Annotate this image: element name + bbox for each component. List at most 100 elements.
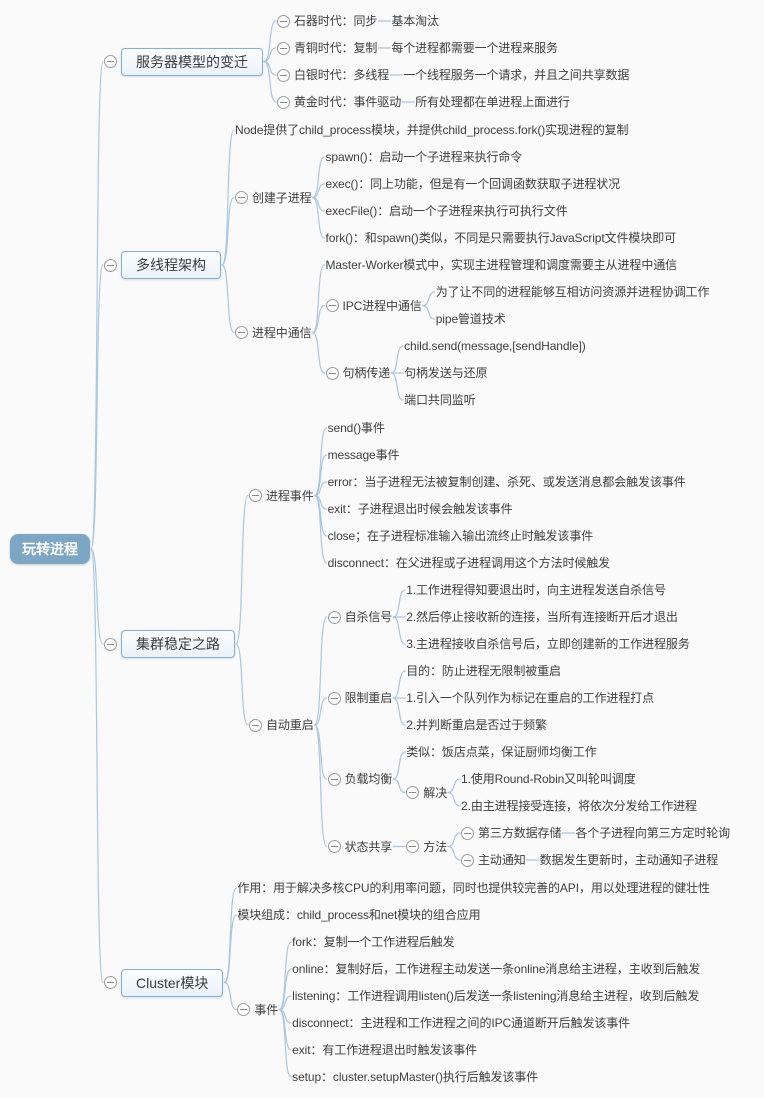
collapse-minus-icon[interactable] — [277, 68, 290, 82]
main-topic-label[interactable]: 多线程架构 — [121, 251, 221, 279]
branch-label[interactable]: spawn()：启动一个子进程来执行命令 — [325, 150, 523, 164]
mindmap-node-self: 模块组成：child_process和net模块的组合应用 — [237, 906, 480, 924]
branch-label[interactable]: online：复制好后，工作进程主动发送一条online消息给主进程，主收到后触… — [292, 962, 701, 976]
branch-label[interactable]: 数据发生更新时，主动通知子进程 — [539, 853, 719, 867]
branch-label[interactable]: 1.引入一个队列作为标记在重启的工作进程打点 — [406, 691, 655, 705]
main-topic-label[interactable]: 服务器模型的变迁 — [121, 47, 263, 76]
branch-label[interactable]: 作用：用于解决多核CPU的利用率问题，同时也提供较完善的API，用以处理进程的健… — [237, 881, 710, 895]
branch-label[interactable]: setup：cluster.setupMaster()执行后触发该事件 — [292, 1070, 539, 1084]
collapse-minus-icon[interactable] — [249, 489, 262, 502]
branch-label[interactable]: 2.并判断重启是否过于频繁 — [406, 718, 547, 732]
branch-label[interactable]: disconnect：主进程和工作进程之间的IPC通道断开后触发该事件 — [292, 1016, 631, 1030]
branch-label[interactable]: 1.使用Round-Robin又叫轮叫调度 — [461, 772, 636, 786]
branch-label[interactable]: 模块组成：child_process和net模块的组合应用 — [237, 908, 481, 922]
collapse-minus-icon[interactable] — [327, 610, 341, 624]
branch-label[interactable]: IPC进程中通信 — [342, 298, 422, 313]
collapse-minus-icon[interactable] — [277, 41, 290, 55]
branch-label[interactable]: 石器时代：同步 — [294, 14, 378, 28]
mindmap-children: 各个子进程向第三方定时轮询 — [575, 824, 730, 842]
mindmap-node-self: exit：子进程退出时候会触发该事件 — [328, 500, 513, 518]
connector-curve — [278, 1008, 292, 1078]
collapse-minus-icon[interactable] — [406, 786, 420, 799]
branch-label[interactable]: 负载均衡 — [344, 772, 393, 786]
collapse-minus-icon[interactable] — [249, 718, 262, 732]
collapse-minus-icon[interactable] — [277, 14, 290, 28]
branch-label[interactable]: exit：子进程退出时候会触发该事件 — [327, 502, 513, 516]
branch-label[interactable]: message事件 — [327, 448, 400, 462]
collapse-minus-icon[interactable] — [104, 637, 117, 651]
branch-label[interactable]: 一个线程服务一个请求，并且之间共享数据 — [403, 68, 630, 82]
collapse-minus-icon[interactable] — [235, 326, 248, 339]
branch-label[interactable]: 主动通知 — [478, 853, 526, 867]
branch-label[interactable]: 第三方数据存储 — [478, 826, 562, 840]
branch-label[interactable]: 端口共同监听 — [404, 393, 476, 407]
branch-label[interactable]: 进程中通信 — [252, 325, 312, 340]
collapse-minus-icon[interactable] — [461, 826, 475, 840]
branch-label[interactable]: disconnect：在父进程或子进程调用这个方法时候触发 — [327, 556, 611, 570]
branch-label[interactable]: 基本淘汰 — [391, 14, 439, 28]
collapse-minus-icon[interactable] — [235, 191, 248, 204]
branch-label[interactable]: close；在子进程标准输入输出流终止时触发该事件 — [327, 529, 594, 543]
branch-label[interactable]: 限制重启 — [344, 691, 393, 705]
collapse-minus-icon[interactable] — [277, 95, 290, 109]
main-topic-label[interactable]: Cluster模块 — [121, 968, 224, 997]
collapse-minus-icon[interactable] — [104, 55, 117, 68]
branch-label[interactable]: 所有处理都在单进程上面进行 — [415, 95, 570, 109]
branch-label[interactable]: error：当子进程无法被复制创建、杀死、或发送消息都会触发该事件 — [327, 475, 686, 489]
branch-label[interactable]: 目的：防止进程无限制被重启 — [406, 664, 561, 678]
branch-label[interactable]: exec()：同上功能，但是有一个回调函数获取子进程状况 — [325, 177, 621, 191]
branch-label[interactable]: 创建子进程 — [252, 190, 312, 205]
collapse-minus-icon[interactable] — [325, 366, 339, 380]
branch-label[interactable]: 句柄传递 — [342, 366, 391, 380]
branch-label[interactable]: 句柄发送与还原 — [404, 366, 488, 380]
branch-label[interactable]: listening：工作进程调用listen()后发送一条listening消息… — [292, 989, 700, 1003]
branch-label[interactable]: 自动重启 — [266, 718, 314, 732]
branch-label[interactable]: 类似：饭店点菜，保证厨师均衡工作 — [406, 745, 597, 759]
branch-label[interactable]: 2.然后停止接收新的连接，当所有连接断开后才退出 — [406, 610, 678, 624]
branch-label[interactable]: Node提供了child_process模块，并提供child_process.… — [235, 123, 629, 137]
branch-label[interactable]: exit：有工作进程退出时触发该事件 — [292, 1043, 478, 1057]
collapse-minus-icon[interactable] — [104, 976, 117, 989]
connector-curve — [314, 616, 328, 726]
branch-label[interactable]: 各个子进程向第三方定时轮询 — [575, 826, 731, 840]
collapse-minus-icon[interactable] — [406, 840, 420, 853]
collapse-minus-icon[interactable] — [104, 258, 117, 272]
collapse-minus-icon[interactable] — [327, 840, 341, 853]
branch-label[interactable]: fork：复制一个工作进程后触发 — [292, 935, 455, 949]
branch-label[interactable]: pipe管道技术 — [435, 312, 506, 326]
branch-label[interactable]: Master-Worker模式中，实现主进程管理和调度需要主从进程中通信 — [325, 258, 678, 272]
mindmap-node-self: message事件 — [328, 446, 400, 464]
mindmap-node-self: 限制重启 — [327, 689, 393, 707]
branch-label[interactable]: 解决 — [423, 785, 448, 800]
branch-label[interactable]: 状态共享 — [344, 839, 393, 854]
collapse-minus-icon[interactable] — [327, 691, 341, 705]
branch-label[interactable]: 自杀信号 — [344, 610, 393, 624]
branch-label[interactable]: 事件 — [254, 1002, 279, 1017]
mindmap-node: 句柄发送与还原 — [404, 364, 586, 382]
branch-label[interactable]: execFile()：启动一个子进程来执行可执行文件 — [325, 204, 568, 218]
branch-label[interactable]: child.send(message,[sendHandle]) — [404, 339, 586, 353]
branch-label[interactable]: 方法 — [423, 839, 448, 854]
mindmap-node-self: 作用：用于解决多核CPU的利用率问题，同时也提供较完善的API，用以处理进程的健… — [237, 879, 710, 897]
mindmap-node-self: 进程事件 — [249, 487, 314, 505]
root-topic-label[interactable]: 玩转进程 — [10, 534, 90, 564]
collapse-minus-icon[interactable] — [237, 1003, 251, 1016]
branch-label[interactable]: fork()：和spawn()类似，不同是只需要执行JavaScript文件模块… — [325, 231, 677, 245]
branch-label[interactable]: 2.由主进程接受连接，将依次分发给工作进程 — [461, 799, 697, 813]
branch-label[interactable]: 白银时代：多线程 — [294, 68, 390, 82]
mindmap-node: pipe管道技术 — [436, 310, 710, 328]
collapse-minus-icon[interactable] — [325, 299, 339, 312]
collapse-minus-icon[interactable] — [461, 853, 475, 867]
branch-label[interactable]: 进程事件 — [266, 488, 314, 503]
branch-label[interactable]: send()事件 — [327, 421, 385, 435]
main-topic-label[interactable]: 集群稳定之路 — [121, 630, 235, 658]
branch-label[interactable]: 每个进程都需要一个进程来服务 — [391, 41, 558, 55]
branch-label[interactable]: 3.主进程接收自杀信号后，立即创建新的工作进程服务 — [406, 637, 690, 651]
branch-label[interactable]: 青铜时代：复制 — [294, 41, 378, 55]
mindmap-node: 2.然后停止接收新的连接，当所有连接断开后才退出 — [406, 608, 690, 626]
branch-label[interactable]: 黄金时代：事件驱动 — [294, 95, 402, 109]
collapse-minus-icon[interactable] — [327, 772, 341, 786]
branch-label[interactable]: 1.工作进程得知要退出时，向主进程发送自杀信号 — [406, 583, 666, 597]
branch-label[interactable]: 为了让不同的进程能够互相访问资源并进程协调工作 — [435, 285, 710, 299]
mindmap-node-self: setup：cluster.setupMaster()执行后触发该事件 — [292, 1068, 538, 1086]
